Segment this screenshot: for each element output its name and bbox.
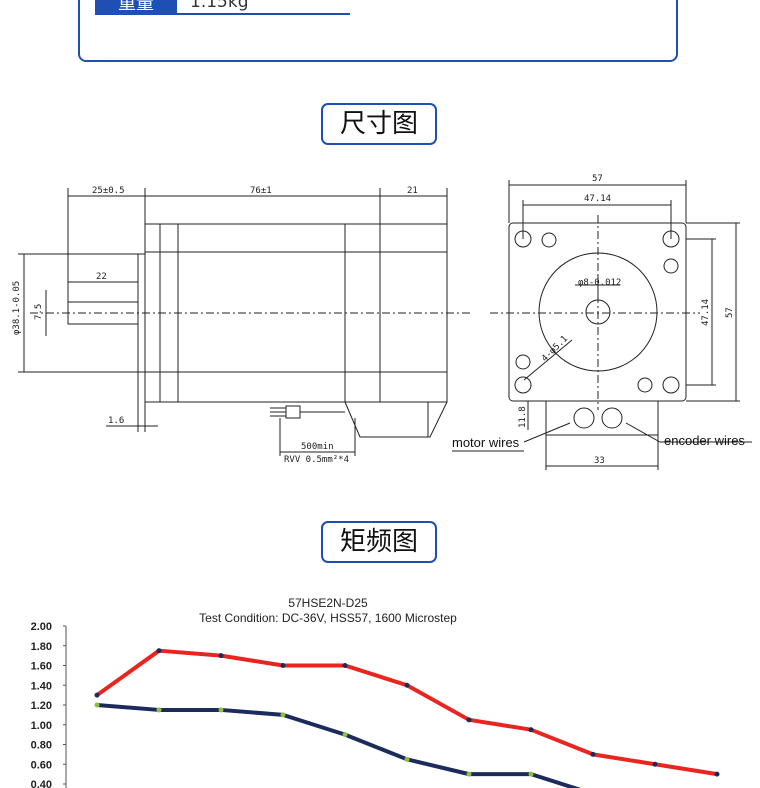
data-point: [342, 732, 348, 738]
dim-hole-spacing-vertical: 47.14: [701, 299, 711, 326]
data-point: [652, 761, 658, 767]
dim-hole-spacing: 47.14: [584, 194, 611, 204]
dim-shaft-length: 25±0.5: [92, 186, 125, 196]
data-point: [590, 751, 596, 757]
y-tick-label: 2.00: [31, 621, 52, 633]
data-point: [156, 648, 162, 654]
dim-rear-length: 21: [407, 186, 418, 196]
dimensions-title: 尺寸图: [321, 103, 437, 145]
data-point: [94, 702, 100, 708]
data-point: [218, 653, 224, 659]
y-tick-label: 1.00: [31, 720, 52, 732]
dim-flange-thickness: 1.6: [108, 416, 124, 426]
dim-body-length: 76±1: [250, 186, 272, 196]
data-point: [714, 771, 720, 777]
data-point: [94, 692, 100, 698]
chart-subtitle: Test Condition: DC-36V, HSS57, 1600 Micr…: [199, 611, 457, 625]
y-tick-label: 1.20: [31, 700, 52, 712]
y-tick-label: 1.60: [31, 661, 52, 673]
dim-cable-spec: RVV 0.5mm²*4: [284, 455, 349, 465]
dim-front-height: 57: [725, 307, 735, 318]
weight-underline: [95, 13, 350, 15]
series-line-1: [95, 648, 718, 777]
dim-front-width: 57: [592, 174, 603, 184]
dim-mount-holes: 4-φ5.1: [540, 334, 570, 364]
dim-box-height: 11.8: [518, 406, 528, 428]
data-point: [528, 771, 534, 777]
dim-box-width: 33: [594, 456, 605, 466]
y-tick-label: 0.60: [31, 759, 52, 771]
dim-cable-length: 500min: [301, 442, 334, 452]
torque-title: 矩频图: [321, 521, 437, 563]
dim-flat-depth: 7.5: [34, 304, 44, 320]
encoder-box: [344, 401, 448, 438]
data-point: [404, 682, 410, 688]
encoder-wires-label: encoder wires: [664, 433, 745, 448]
data-point: [280, 663, 286, 668]
y-tick-label: 0.80: [31, 740, 52, 752]
weight-value: 1.15kg: [190, 0, 249, 12]
spec-box: [78, 0, 678, 62]
data-point: [156, 707, 162, 713]
data-point: [528, 727, 534, 733]
data-point: [280, 712, 286, 718]
data-point: [404, 756, 410, 762]
y-tick-label: 1.40: [31, 680, 52, 692]
chart-title: 57HSE2N-D25: [288, 596, 368, 610]
dimension-drawing: 25±0.5 76±1 21 22 1.6 φ38.1-0.05 7.5 500…: [12, 174, 752, 470]
data-point: [466, 771, 472, 777]
data-point: [342, 663, 348, 668]
dim-flat-length: 22: [96, 272, 107, 282]
data-point: [218, 707, 224, 713]
torque-chart: 57HSE2N-D25 Test Condition: DC-36V, HSS5…: [31, 596, 720, 788]
series-line-2: [96, 703, 582, 788]
weight-label: 重量: [95, 0, 177, 14]
dim-shaft-diameter: φ8-0.012: [578, 278, 621, 288]
y-tick-label: 1.80: [31, 641, 52, 653]
motor-wires-label: motor wires: [452, 435, 520, 450]
data-point: [466, 717, 472, 723]
y-tick-label: 0.40: [31, 779, 52, 788]
dim-pilot-diameter: φ38.1-0.05: [12, 281, 22, 335]
